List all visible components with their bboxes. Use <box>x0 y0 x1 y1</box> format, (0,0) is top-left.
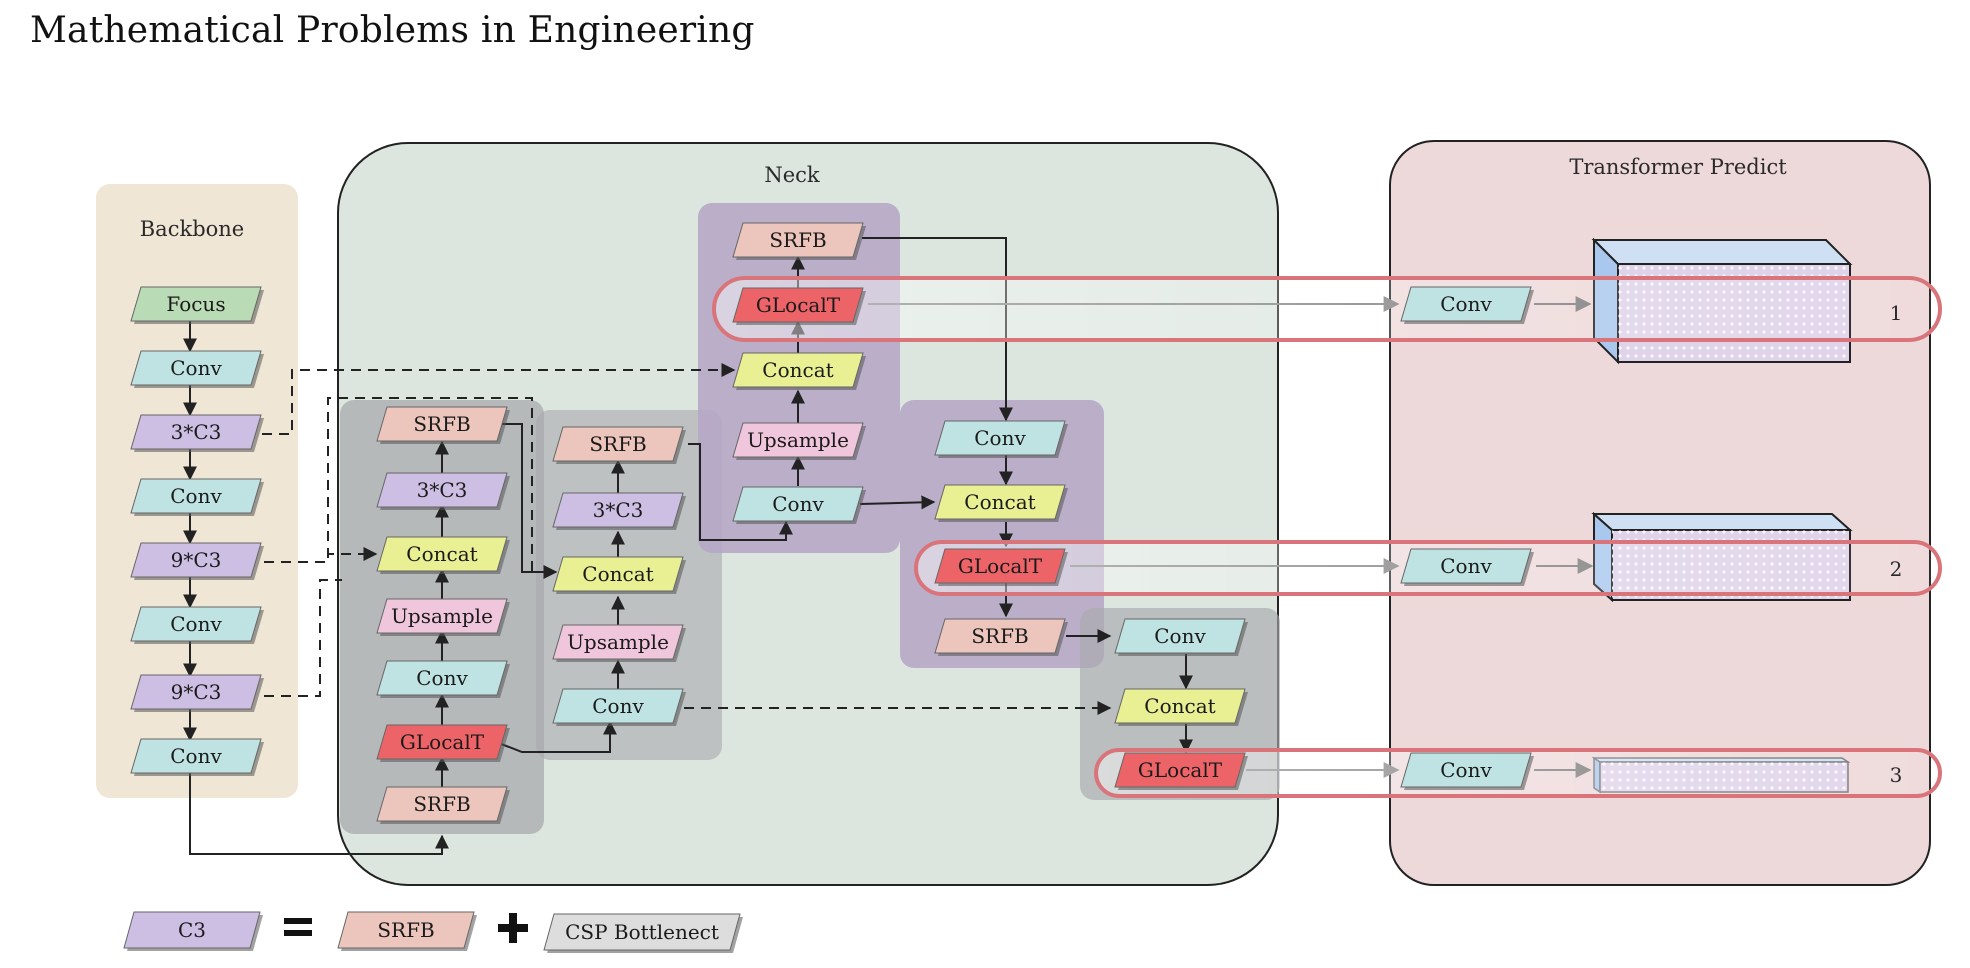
neck-col5-conv-0-label: Conv <box>1154 624 1206 648</box>
neck-col2-conv-4: Conv <box>552 688 686 726</box>
backbone-node-3xc3-2-label: 3*C3 <box>171 420 222 444</box>
neck-col1-srfb-6: SRFB <box>376 786 510 824</box>
backbone-node-9xc3-6: 9*C3 <box>130 674 264 712</box>
neck-col3-upsample-3: Upsample <box>732 422 866 460</box>
neck-col2-concat-2: Concat <box>552 556 686 594</box>
predict-conv-1-label: Conv <box>1440 292 1492 316</box>
backbone-node-conv-5-label: Conv <box>170 612 222 636</box>
backbone-node-conv-7-label: Conv <box>170 744 222 768</box>
neck-col4-concat-1-label: Concat <box>964 490 1035 514</box>
legend-csp-bottleneck-label: CSP Bottlenect <box>565 920 719 944</box>
neck-col2-upsample-3-label: Upsample <box>567 630 669 654</box>
neck-col1-conv-4: Conv <box>376 660 510 698</box>
neck-panel-label: Neck <box>764 163 820 187</box>
neck-col5-concat-1: Concat <box>1114 688 1248 726</box>
neck-col1-3xc3-1: 3*C3 <box>376 472 510 510</box>
predict-panel-label: Transformer Predict <box>1569 155 1787 179</box>
backbone-node-conv-3: Conv <box>130 478 264 516</box>
neck-col1-conv-4-label: Conv <box>416 666 468 690</box>
neck-col3-conv-4: Conv <box>732 486 866 524</box>
backbone-node-9xc3-4: 9*C3 <box>130 542 264 580</box>
backbone-node-9xc3-4-label: 9*C3 <box>171 548 222 572</box>
neck-col1-glocalt-5-label: GLocalT <box>400 730 485 754</box>
prediction-row-1: 1 <box>1890 301 1903 325</box>
neck-col5-concat-1-label: Concat <box>1144 694 1215 718</box>
neck-col1-srfb-0-label: SRFB <box>413 412 470 436</box>
predict-conv-2: Conv <box>1400 548 1534 586</box>
neck-col3-concat-2-label: Concat <box>762 358 833 382</box>
predict-conv-3: Conv <box>1400 752 1534 790</box>
legend-c3-label: C3 <box>178 918 206 942</box>
neck-col1-3xc3-1-label: 3*C3 <box>417 478 468 502</box>
neck-col2-conv-4-label: Conv <box>592 694 644 718</box>
neck-col1-srfb-0: SRFB <box>376 406 510 444</box>
backbone-node-conv-3-label: Conv <box>170 484 222 508</box>
neck-col2-3xc3-1: 3*C3 <box>552 492 686 530</box>
neck-col2-upsample-3: Upsample <box>552 624 686 662</box>
backbone-node-conv-5: Conv <box>130 606 264 644</box>
neck-col5-glocalt-2-label: GLocalT <box>1138 758 1223 782</box>
skip-connectors <box>262 363 1112 715</box>
neck-col4-conv-0: Conv <box>934 420 1068 458</box>
legend-plus <box>498 913 528 943</box>
neck-col1-concat-2: Concat <box>376 536 510 574</box>
neck-col4-srfb-3-label: SRFB <box>971 624 1028 648</box>
neck-col4-glocalt-2-label: GLocalT <box>958 554 1043 578</box>
page-title: Mathematical Problems in Engineering <box>30 10 755 51</box>
neck-col3-glocalt-1: GLocalT <box>732 287 866 325</box>
neck-col4-concat-1: Concat <box>934 484 1068 522</box>
backbone-node-conv-1: Conv <box>130 350 264 388</box>
neck-col2-srfb-0: SRFB <box>552 426 686 464</box>
legend-srfb-label: SRFB <box>377 918 434 942</box>
neck-col4-glocalt-2: GLocalT <box>934 548 1068 586</box>
neck-col2-3xc3-1-label: 3*C3 <box>593 498 644 522</box>
legend <box>284 913 528 943</box>
neck-col1-upsample-3-label: Upsample <box>391 604 493 628</box>
neck-col3-glocalt-1-label: GLocalT <box>756 293 841 317</box>
backbone-node-3xc3-2: 3*C3 <box>130 414 264 452</box>
neck-col1-concat-2-label: Concat <box>406 542 477 566</box>
highlight-band-1 <box>712 276 1942 342</box>
neck-col4-srfb-3: SRFB <box>934 618 1068 656</box>
predict-conv-1: Conv <box>1400 286 1534 324</box>
backbone-panel-label: Backbone <box>140 217 244 241</box>
neck-col3-concat-2: Concat <box>732 352 866 390</box>
neck-col2-concat-2-label: Concat <box>582 562 653 586</box>
neck-col2-srfb-0-label: SRFB <box>589 432 646 456</box>
neck-col3-srfb-0: SRFB <box>732 222 866 260</box>
neck-col5-glocalt-2: GLocalT <box>1114 752 1248 790</box>
backbone-node-conv-7: Conv <box>130 738 264 776</box>
neck-col5-conv-0: Conv <box>1114 618 1248 656</box>
prediction-row-3: 3 <box>1890 763 1903 787</box>
neck-col1-srfb-6-label: SRFB <box>413 792 470 816</box>
neck-col3-upsample-3-label: Upsample <box>747 428 849 452</box>
connectors <box>183 237 1193 855</box>
predict-conv-2-label: Conv <box>1440 554 1492 578</box>
legend-equals <box>284 918 312 936</box>
predict-conv-3-label: Conv <box>1440 758 1492 782</box>
legend-csp-bottleneck: CSP Bottlenect <box>543 913 743 953</box>
legend-c3: C3 <box>123 911 263 951</box>
neck-col4-conv-0-label: Conv <box>974 426 1026 450</box>
backbone-node-focus-0-label: Focus <box>166 292 225 316</box>
legend-srfb: SRFB <box>337 911 477 951</box>
prediction-row-2: 2 <box>1890 557 1903 581</box>
backbone-node-9xc3-6-label: 9*C3 <box>171 680 222 704</box>
neck-col1-upsample-3: Upsample <box>376 598 510 636</box>
neck-col1-glocalt-5: GLocalT <box>376 724 510 762</box>
neck-col3-conv-4-label: Conv <box>772 492 824 516</box>
backbone-node-conv-1-label: Conv <box>170 356 222 380</box>
backbone-node-focus-0: Focus <box>130 286 264 324</box>
neck-col3-srfb-0-label: SRFB <box>769 228 826 252</box>
